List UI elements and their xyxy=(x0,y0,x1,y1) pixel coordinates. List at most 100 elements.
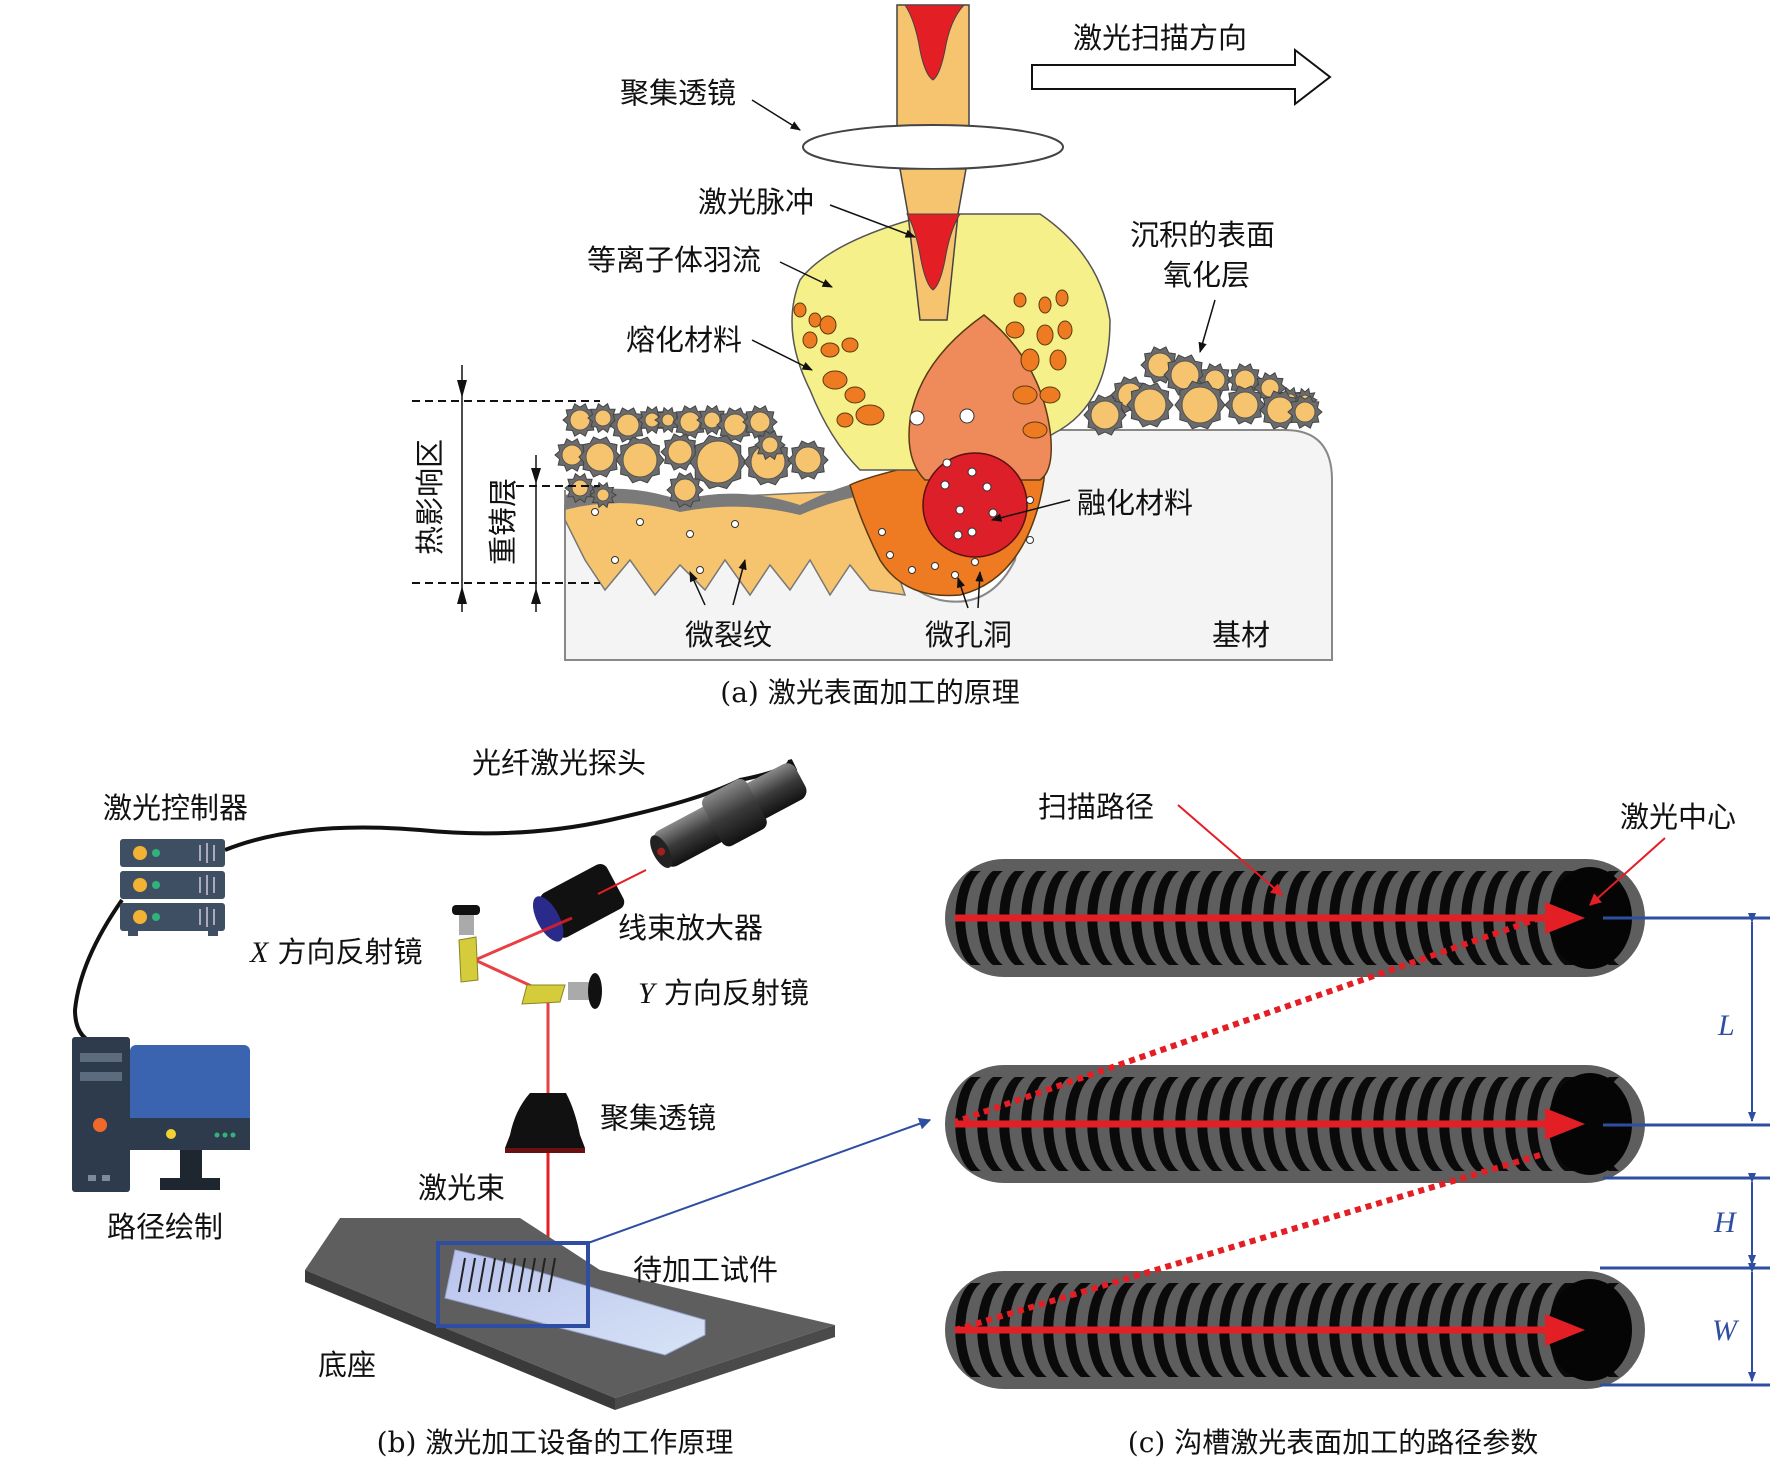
micro-pore xyxy=(1026,496,1034,504)
label-laser-controller: 激光控制器 xyxy=(103,791,248,825)
laser-spot-ring xyxy=(1087,1077,1113,1171)
selection-box xyxy=(436,1241,590,1328)
micro-pore xyxy=(951,571,959,579)
laser-spot-ring xyxy=(1351,1077,1377,1171)
laser-center-spot xyxy=(1548,1073,1632,1175)
laser-spot-ring xyxy=(1021,1283,1047,1377)
laser-spot-ring xyxy=(977,1077,1003,1171)
objective-lens-icon xyxy=(505,1093,585,1148)
deposited-particles-left xyxy=(554,402,829,509)
laser-spot-ring xyxy=(1109,871,1135,965)
micro-pore xyxy=(696,566,704,574)
laser-spot-ring xyxy=(1395,871,1421,965)
micro-pore xyxy=(942,458,952,468)
label-focusing-lens-b: 聚集透镜 xyxy=(600,1101,716,1135)
computer-icon xyxy=(72,1037,250,1192)
laser-spot-ring xyxy=(1395,1077,1421,1171)
deposited-particles-right xyxy=(1083,346,1323,436)
micro-pore xyxy=(611,556,619,564)
svg-text:X 方向反射镜: X 方向反射镜 xyxy=(249,935,423,969)
laser-spot-ring xyxy=(1153,871,1179,965)
label-recast-layer: 重铸层 xyxy=(486,478,520,565)
label-dim-L: L xyxy=(1717,1009,1735,1042)
laser-spot-ring xyxy=(1087,1283,1113,1377)
laser-spot-ring xyxy=(1505,1077,1531,1171)
molten-droplet xyxy=(1005,321,1025,339)
micro-pore xyxy=(931,562,939,570)
micro-pore xyxy=(971,558,979,566)
laser-spot-ring xyxy=(977,871,1003,965)
molten-droplet xyxy=(808,312,822,328)
y-mirror-icon xyxy=(521,973,602,1009)
molten-droplet xyxy=(802,331,818,349)
panel-c: 扫描路径 激光中心 L H W (c) 沟槽激光表面加工的路径参数 xyxy=(945,790,1770,1459)
molten-droplet xyxy=(841,337,859,353)
micro-pore xyxy=(953,530,963,540)
micro-pore xyxy=(731,520,739,528)
vapor-core xyxy=(908,314,1052,481)
laser-spot-ring xyxy=(1043,871,1069,965)
molten-droplet xyxy=(793,302,807,318)
laser-center-spot xyxy=(1548,1279,1632,1381)
laser-spot-ring xyxy=(1197,871,1223,965)
micro-pore xyxy=(886,551,894,559)
micro-pore xyxy=(636,518,644,526)
label-fiber-laser-probe: 光纤激光探头 xyxy=(472,746,646,780)
label-laser-pulse: 激光脉冲 xyxy=(698,185,814,219)
scan-arrow-head xyxy=(1545,1314,1585,1346)
laser-controller-icon xyxy=(120,839,225,936)
zoom-link-line xyxy=(587,1118,932,1244)
scan-arrow-head xyxy=(1545,1108,1585,1140)
laser-groove xyxy=(945,1065,1645,1183)
laser-spot-ring xyxy=(1461,1077,1487,1171)
label-x-var: X xyxy=(249,936,270,969)
laser-spot-ring xyxy=(1043,1077,1069,1171)
label-micro-cracks: 微裂纹 xyxy=(685,618,772,652)
laser-spot-ring xyxy=(1197,1283,1223,1377)
micro-pore xyxy=(967,527,977,537)
label-focusing-lens: 聚集透镜 xyxy=(620,76,736,110)
label-workpiece: 待加工试件 xyxy=(633,1253,778,1287)
laser-spot-ring xyxy=(1527,1283,1553,1377)
laser-spot-ring xyxy=(1461,871,1487,965)
focusing-lens xyxy=(802,124,1064,170)
label-deposited-oxide-1: 沉积的表面 xyxy=(1130,218,1275,252)
molten-droplet xyxy=(1012,385,1038,405)
laser-spot-ring xyxy=(1131,1077,1157,1171)
molten-droplet xyxy=(855,404,885,426)
x-mirror-icon xyxy=(452,905,480,983)
laser-spot-ring xyxy=(1219,1283,1245,1377)
laser-spot-ring xyxy=(1483,1283,1509,1377)
label-dim-W: W xyxy=(1712,1314,1740,1347)
micro-pore xyxy=(982,482,992,492)
laser-spot-ring xyxy=(1021,1077,1047,1171)
laser-spot-ring xyxy=(1285,871,1311,965)
laser-spot-ring xyxy=(999,871,1025,965)
laser-spot-ring xyxy=(1483,871,1509,965)
scan-arrow-head xyxy=(1545,902,1585,934)
laser-spot-ring xyxy=(1219,871,1245,965)
micro-pore xyxy=(988,508,998,518)
laser-spot-ring xyxy=(1373,871,1399,965)
label-heat-affected-zone: 热影响区 xyxy=(413,439,447,555)
laser-spot-ring xyxy=(1307,871,1333,965)
laser-spot-ring xyxy=(1307,1077,1333,1171)
laser-spot-ring xyxy=(1307,1283,1333,1377)
label-beam-expander: 线束放大器 xyxy=(618,911,763,945)
laser-spot-ring xyxy=(1131,1283,1157,1377)
laser-center-spot xyxy=(1548,867,1632,969)
label-micro-pores: 微孔洞 xyxy=(925,618,1012,652)
laser-spot-ring xyxy=(1263,1283,1289,1377)
fiber-laser-probe-icon xyxy=(650,763,807,868)
molten-droplet xyxy=(1022,421,1048,439)
micro-pore xyxy=(686,530,694,538)
label-deposited-oxide-2: 氧化层 xyxy=(1163,258,1250,292)
laser-spot-ring xyxy=(1483,1077,1509,1171)
laser-spot-ring xyxy=(1329,1077,1355,1171)
laser-spot-ring xyxy=(1285,1283,1311,1377)
label-laser-beam: 激光束 xyxy=(418,1171,505,1205)
laser-spot-ring xyxy=(1373,1077,1399,1171)
laser-spot-ring xyxy=(1417,1283,1443,1377)
laser-spot-ring xyxy=(1197,1077,1223,1171)
laser-spot-ring xyxy=(1021,871,1047,965)
